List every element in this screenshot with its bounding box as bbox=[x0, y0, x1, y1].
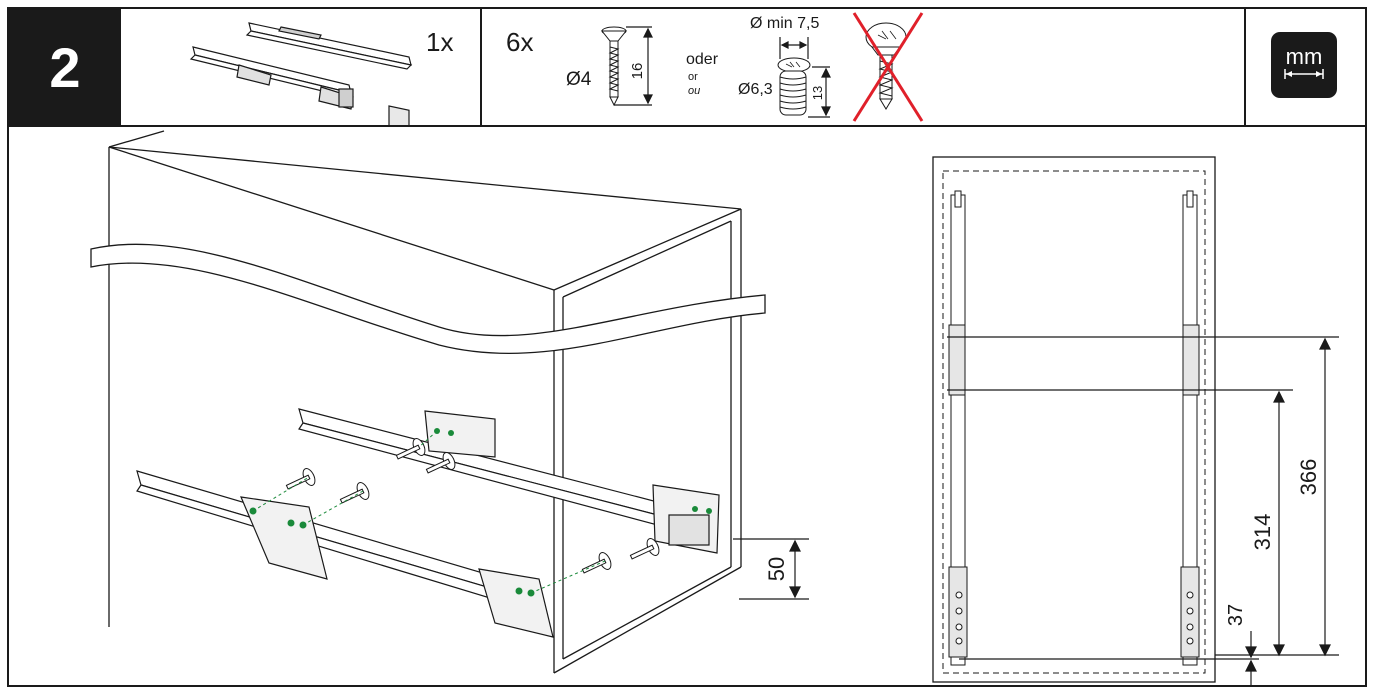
separator-en: or bbox=[688, 71, 698, 83]
bottom-offset-label: 37 bbox=[1225, 604, 1247, 626]
front-drawer-rail bbox=[136, 470, 554, 638]
euro-length-label: 13 bbox=[810, 86, 825, 100]
chipboard-length-label: 16 bbox=[629, 63, 646, 80]
euro-screw-icon bbox=[777, 57, 811, 116]
chipboard-diameter-label: Ø4 bbox=[566, 69, 592, 90]
front-setback-label: 50 bbox=[764, 557, 789, 581]
euro-min-diameter-label: Ø min 7,5 bbox=[750, 15, 820, 32]
screws-cell: 6x Ø4 16 bbox=[482, 9, 1246, 127]
assembly-diagram: 50 bbox=[90, 130, 1339, 685]
front-setback-dimension bbox=[733, 538, 809, 600]
unit-cell: mm bbox=[1246, 9, 1365, 127]
screws-drawing: 16 bbox=[600, 12, 924, 122]
drawer-rails-icon bbox=[189, 22, 413, 125]
upper-height-label: 366 bbox=[1296, 459, 1321, 496]
elevation-dimensions bbox=[947, 336, 1339, 685]
rear-drawer-rail bbox=[298, 408, 720, 554]
unit-label: mm bbox=[1285, 44, 1323, 69]
cabinet-isometric bbox=[108, 130, 742, 674]
separator-de: oder bbox=[686, 51, 719, 68]
rails-cell: 1x bbox=[121, 9, 482, 127]
chipboard-screw-icon bbox=[600, 26, 628, 107]
step-number: 2 bbox=[49, 35, 81, 99]
prohibited-cross-icon bbox=[852, 12, 924, 122]
left-rail-profile bbox=[948, 190, 968, 666]
measure-arrow-icon bbox=[1284, 69, 1324, 79]
euro-diameter-label: Ø6,3 bbox=[738, 81, 773, 98]
header-row: 2 1x bbox=[9, 9, 1365, 127]
step-cell: 2 bbox=[9, 9, 121, 127]
right-rail-profile bbox=[1180, 190, 1200, 666]
separator-fr: ou bbox=[688, 85, 701, 97]
mounting-screws bbox=[285, 438, 660, 574]
screws-quantity: 6x bbox=[506, 27, 534, 57]
screw-guide-lines bbox=[252, 430, 606, 594]
lower-height-label: 314 bbox=[1250, 514, 1275, 551]
side-elevation bbox=[932, 156, 1216, 683]
rails-quantity: 1x bbox=[426, 27, 454, 57]
unit-badge: mm bbox=[1271, 32, 1337, 98]
break-line bbox=[90, 243, 766, 355]
instruction-frame: 2 1x bbox=[7, 7, 1367, 687]
